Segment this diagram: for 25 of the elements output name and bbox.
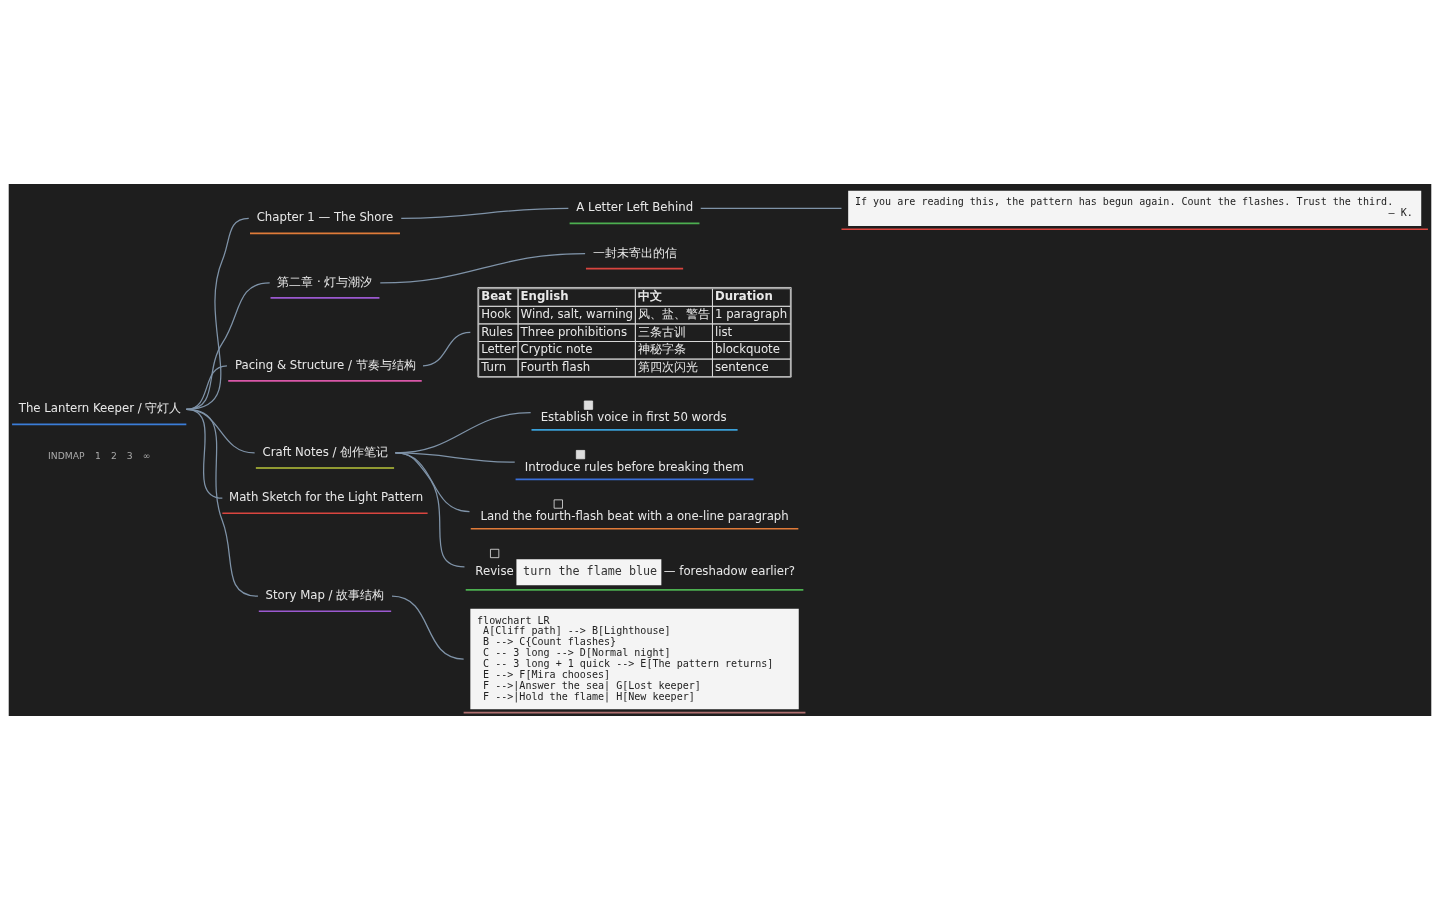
node-text: 第二章 · 灯与潮汐 (277, 274, 373, 289)
label: ∞ (142, 449, 151, 461)
node-text: Land the fourth-flash beat with a one-line paragraph (480, 509, 789, 524)
connector (394, 452, 466, 568)
node-text: Story Map / 故事结构 (265, 588, 385, 603)
connector (185, 282, 271, 410)
node-text: The Lantern Keeper / 守灯人 (18, 401, 182, 416)
connector (391, 595, 465, 660)
label: 1 (95, 449, 101, 461)
label: 3 (126, 449, 133, 461)
connector (185, 217, 250, 410)
label: INDMAP (48, 449, 85, 461)
connector (400, 207, 569, 219)
node-text: Pacing & Structure / 节奏与结构 (234, 357, 416, 372)
label: 2 (110, 449, 117, 461)
connector (185, 365, 228, 410)
connector (379, 252, 586, 284)
connector (700, 207, 843, 209)
node-text: Math Sketch for the Light Pattern (229, 490, 424, 505)
node-text: 一封未寄出的信 (592, 245, 677, 260)
connector (422, 331, 471, 367)
connector (185, 408, 259, 597)
node-text: Chapter 1 — The Shore (256, 210, 394, 225)
node-text: A Letter Left Behind (576, 200, 694, 215)
node-text: Craft Notes / 创作笔记 (262, 445, 389, 460)
